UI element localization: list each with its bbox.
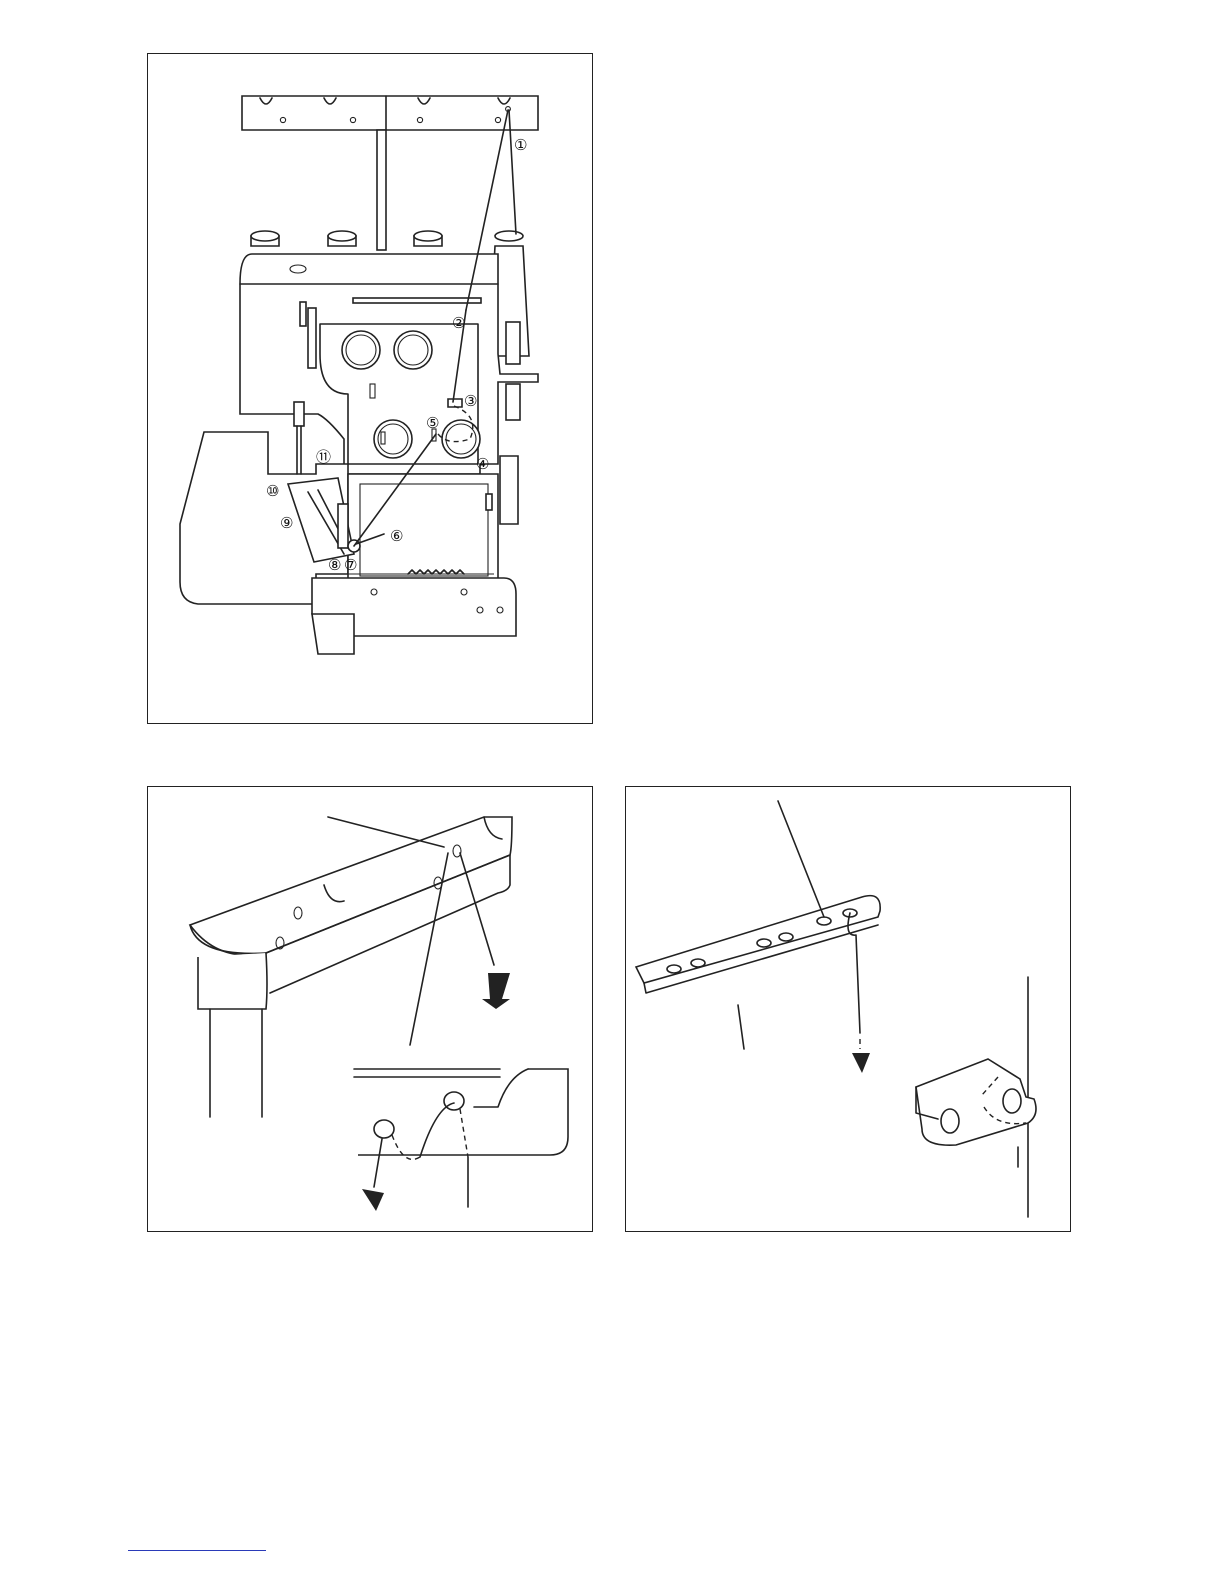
footer-link-underline [128,1550,266,1551]
angled-bar [636,896,880,993]
machine-illustration: ① ② ③ ④ ⑤ ⑥ ⑦ ⑧ ⑨ ⑩ ⑪ [148,54,594,725]
down-arrow-icon-small [362,1189,384,1211]
thread-stand [242,96,538,250]
callout-8: ⑧ [328,556,341,574]
thread-bar-figure [625,786,1071,1232]
callout-5: ⑤ [426,414,439,432]
callout-1: ① [514,136,527,154]
callout-4: ④ [476,455,489,473]
machine-threading-figure: ① ② ③ ④ ⑤ ⑥ ⑦ ⑧ ⑨ ⑩ ⑪ [147,53,593,724]
callout-6: ⑥ [390,527,403,545]
down-arrow-icon [482,973,510,1009]
thread-guide-figure [147,786,593,1232]
callout-3: ③ [464,392,477,410]
callout-7: ⑦ [344,556,357,574]
thread-guide-illustration [148,787,594,1233]
callout-11: ⑪ [316,448,331,466]
thread-bar-illustration [626,787,1072,1233]
callout-10: ⑩ [266,482,279,500]
guide-detail [354,1069,568,1211]
guide-clip [916,977,1036,1217]
down-arrow-icon [852,1053,870,1073]
callout-2: ② [452,314,465,332]
stand-bar-perspective [190,817,512,1117]
callout-9: ⑨ [280,514,293,532]
